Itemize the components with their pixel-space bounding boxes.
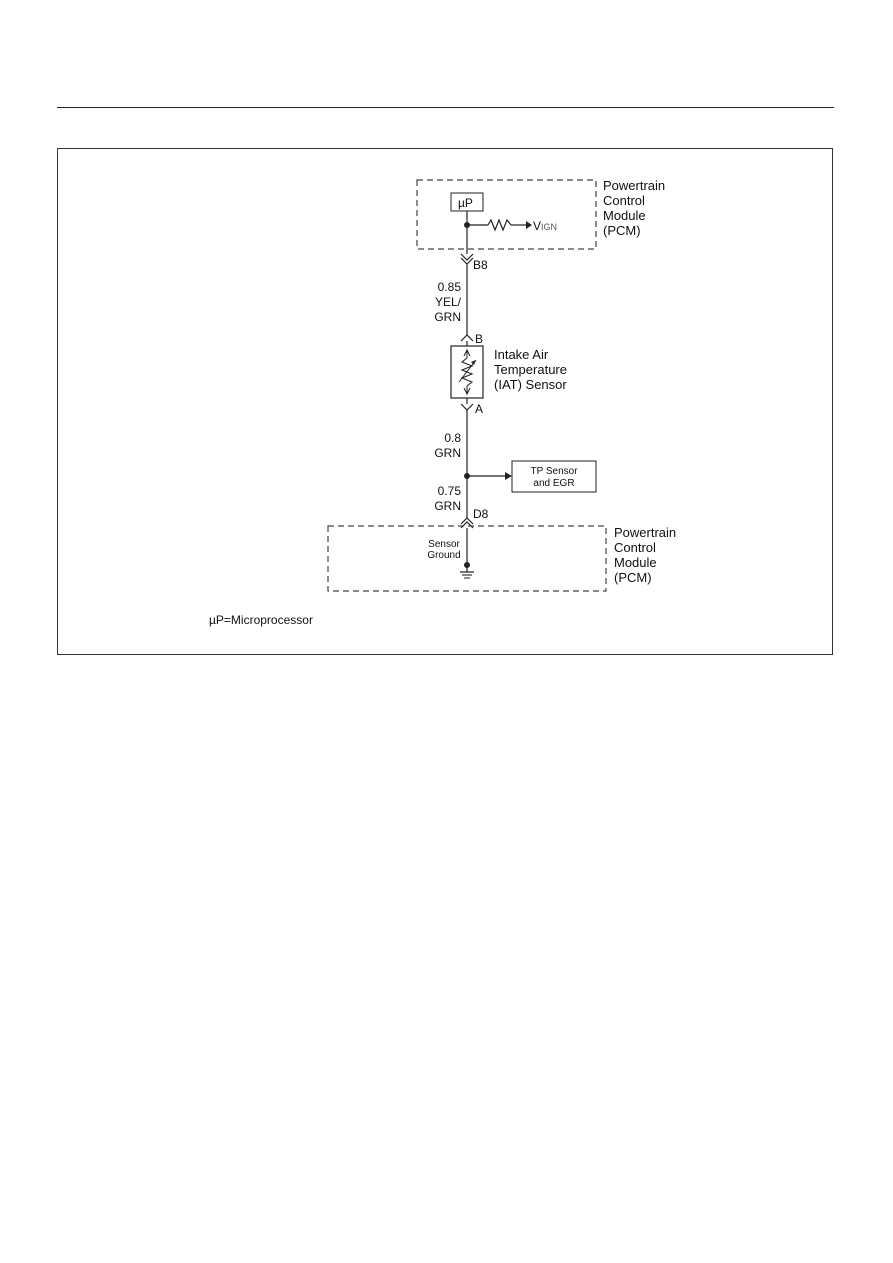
thermistor-variable-arrowhead <box>471 360 476 365</box>
sensor-ground-label-2: Ground <box>427 550 460 561</box>
pin-a-icon <box>460 403 474 411</box>
pcm-bottom-label-1: Powertrain <box>614 525 676 540</box>
pcm-top-box <box>416 179 597 250</box>
pcm-top-label-4: (PCM) <box>603 223 641 238</box>
pin-b-label: B <box>475 332 483 346</box>
diagram-frame <box>57 148 833 655</box>
pin-b-icon <box>460 334 474 342</box>
vign-subscript: IGN <box>541 222 557 232</box>
connector-d8-icon <box>460 517 474 525</box>
tp-egr-box <box>511 460 597 493</box>
wire-middle-gauge: 0.8 <box>444 431 461 445</box>
pcm-top-label-2: Control <box>603 193 645 208</box>
header-rule <box>57 107 834 108</box>
vign-label: VIGN <box>533 219 557 233</box>
wire-middle-color: GRN <box>434 446 461 460</box>
iat-label-2: Temperature <box>494 362 567 377</box>
wire-lower-gauge: 0.75 <box>438 484 462 498</box>
footnote: µP=Microprocessor <box>209 613 313 627</box>
tp-arrow-icon <box>505 472 512 480</box>
iat-label-1: Intake Air <box>494 347 549 362</box>
tp-box-label-2: and EGR <box>533 478 574 489</box>
connector-b8-label: B8 <box>473 258 488 272</box>
vign-arrow-icon <box>526 221 532 229</box>
ground-junction-dot <box>464 562 470 568</box>
connector-b8-icon-2 <box>460 257 474 265</box>
wire-upper-color-1: YEL/ <box>435 295 462 309</box>
wire-upper-color-2: GRN <box>434 310 461 324</box>
connector-b8-icon <box>460 253 474 261</box>
sensor-ground-label-1: Sensor <box>428 539 460 550</box>
pcm-bottom-label-4: (PCM) <box>614 570 652 585</box>
microprocessor-label: µP <box>458 196 473 210</box>
wire-lower-color: GRN <box>434 499 461 513</box>
pin-a-label: A <box>475 402 483 416</box>
pcm-top-label-3: Module <box>603 208 646 223</box>
wire-upper-gauge: 0.85 <box>438 280 462 294</box>
connector-d8-label: D8 <box>473 507 489 521</box>
iat-label-3: (IAT) Sensor <box>494 377 567 392</box>
tp-box-label-1: TP Sensor <box>530 466 578 477</box>
pcm-top-label-1: Powertrain <box>603 178 665 193</box>
pcm-bottom-label-3: Module <box>614 555 657 570</box>
pcm-bottom-label-2: Control <box>614 540 656 555</box>
pullup-resistor <box>487 218 512 232</box>
pcm-bottom-box <box>327 525 607 592</box>
